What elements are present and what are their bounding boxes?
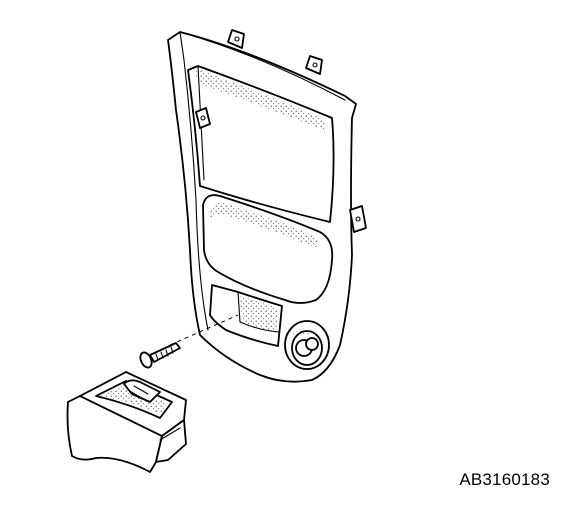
middle-opening-shade bbox=[210, 202, 318, 248]
ashtray-front-face bbox=[66, 395, 163, 473]
console-bezel-panel bbox=[167, 29, 367, 383]
bezel-side-edge bbox=[179, 31, 209, 331]
mounting-tab-right bbox=[349, 205, 367, 233]
bezel-top-edge bbox=[179, 31, 346, 101]
screw bbox=[139, 342, 181, 369]
ashtray-opening-shade bbox=[240, 296, 278, 332]
upper-opening-shade bbox=[194, 70, 326, 130]
upper-opening bbox=[187, 65, 335, 223]
lighter-socket bbox=[284, 320, 330, 370]
ashtray-side bbox=[155, 419, 187, 463]
middle-opening bbox=[202, 194, 334, 304]
ashtray-cavity-shade bbox=[100, 384, 168, 414]
figure-reference-code: AB3160183 bbox=[459, 470, 550, 489]
ashtray bbox=[66, 371, 187, 473]
ashtray-opening-inner-edge bbox=[237, 291, 241, 323]
mounting-tab-top-left bbox=[227, 29, 245, 49]
mounting-tab-top-right bbox=[305, 55, 323, 75]
mounting-tab-left bbox=[195, 107, 211, 129]
